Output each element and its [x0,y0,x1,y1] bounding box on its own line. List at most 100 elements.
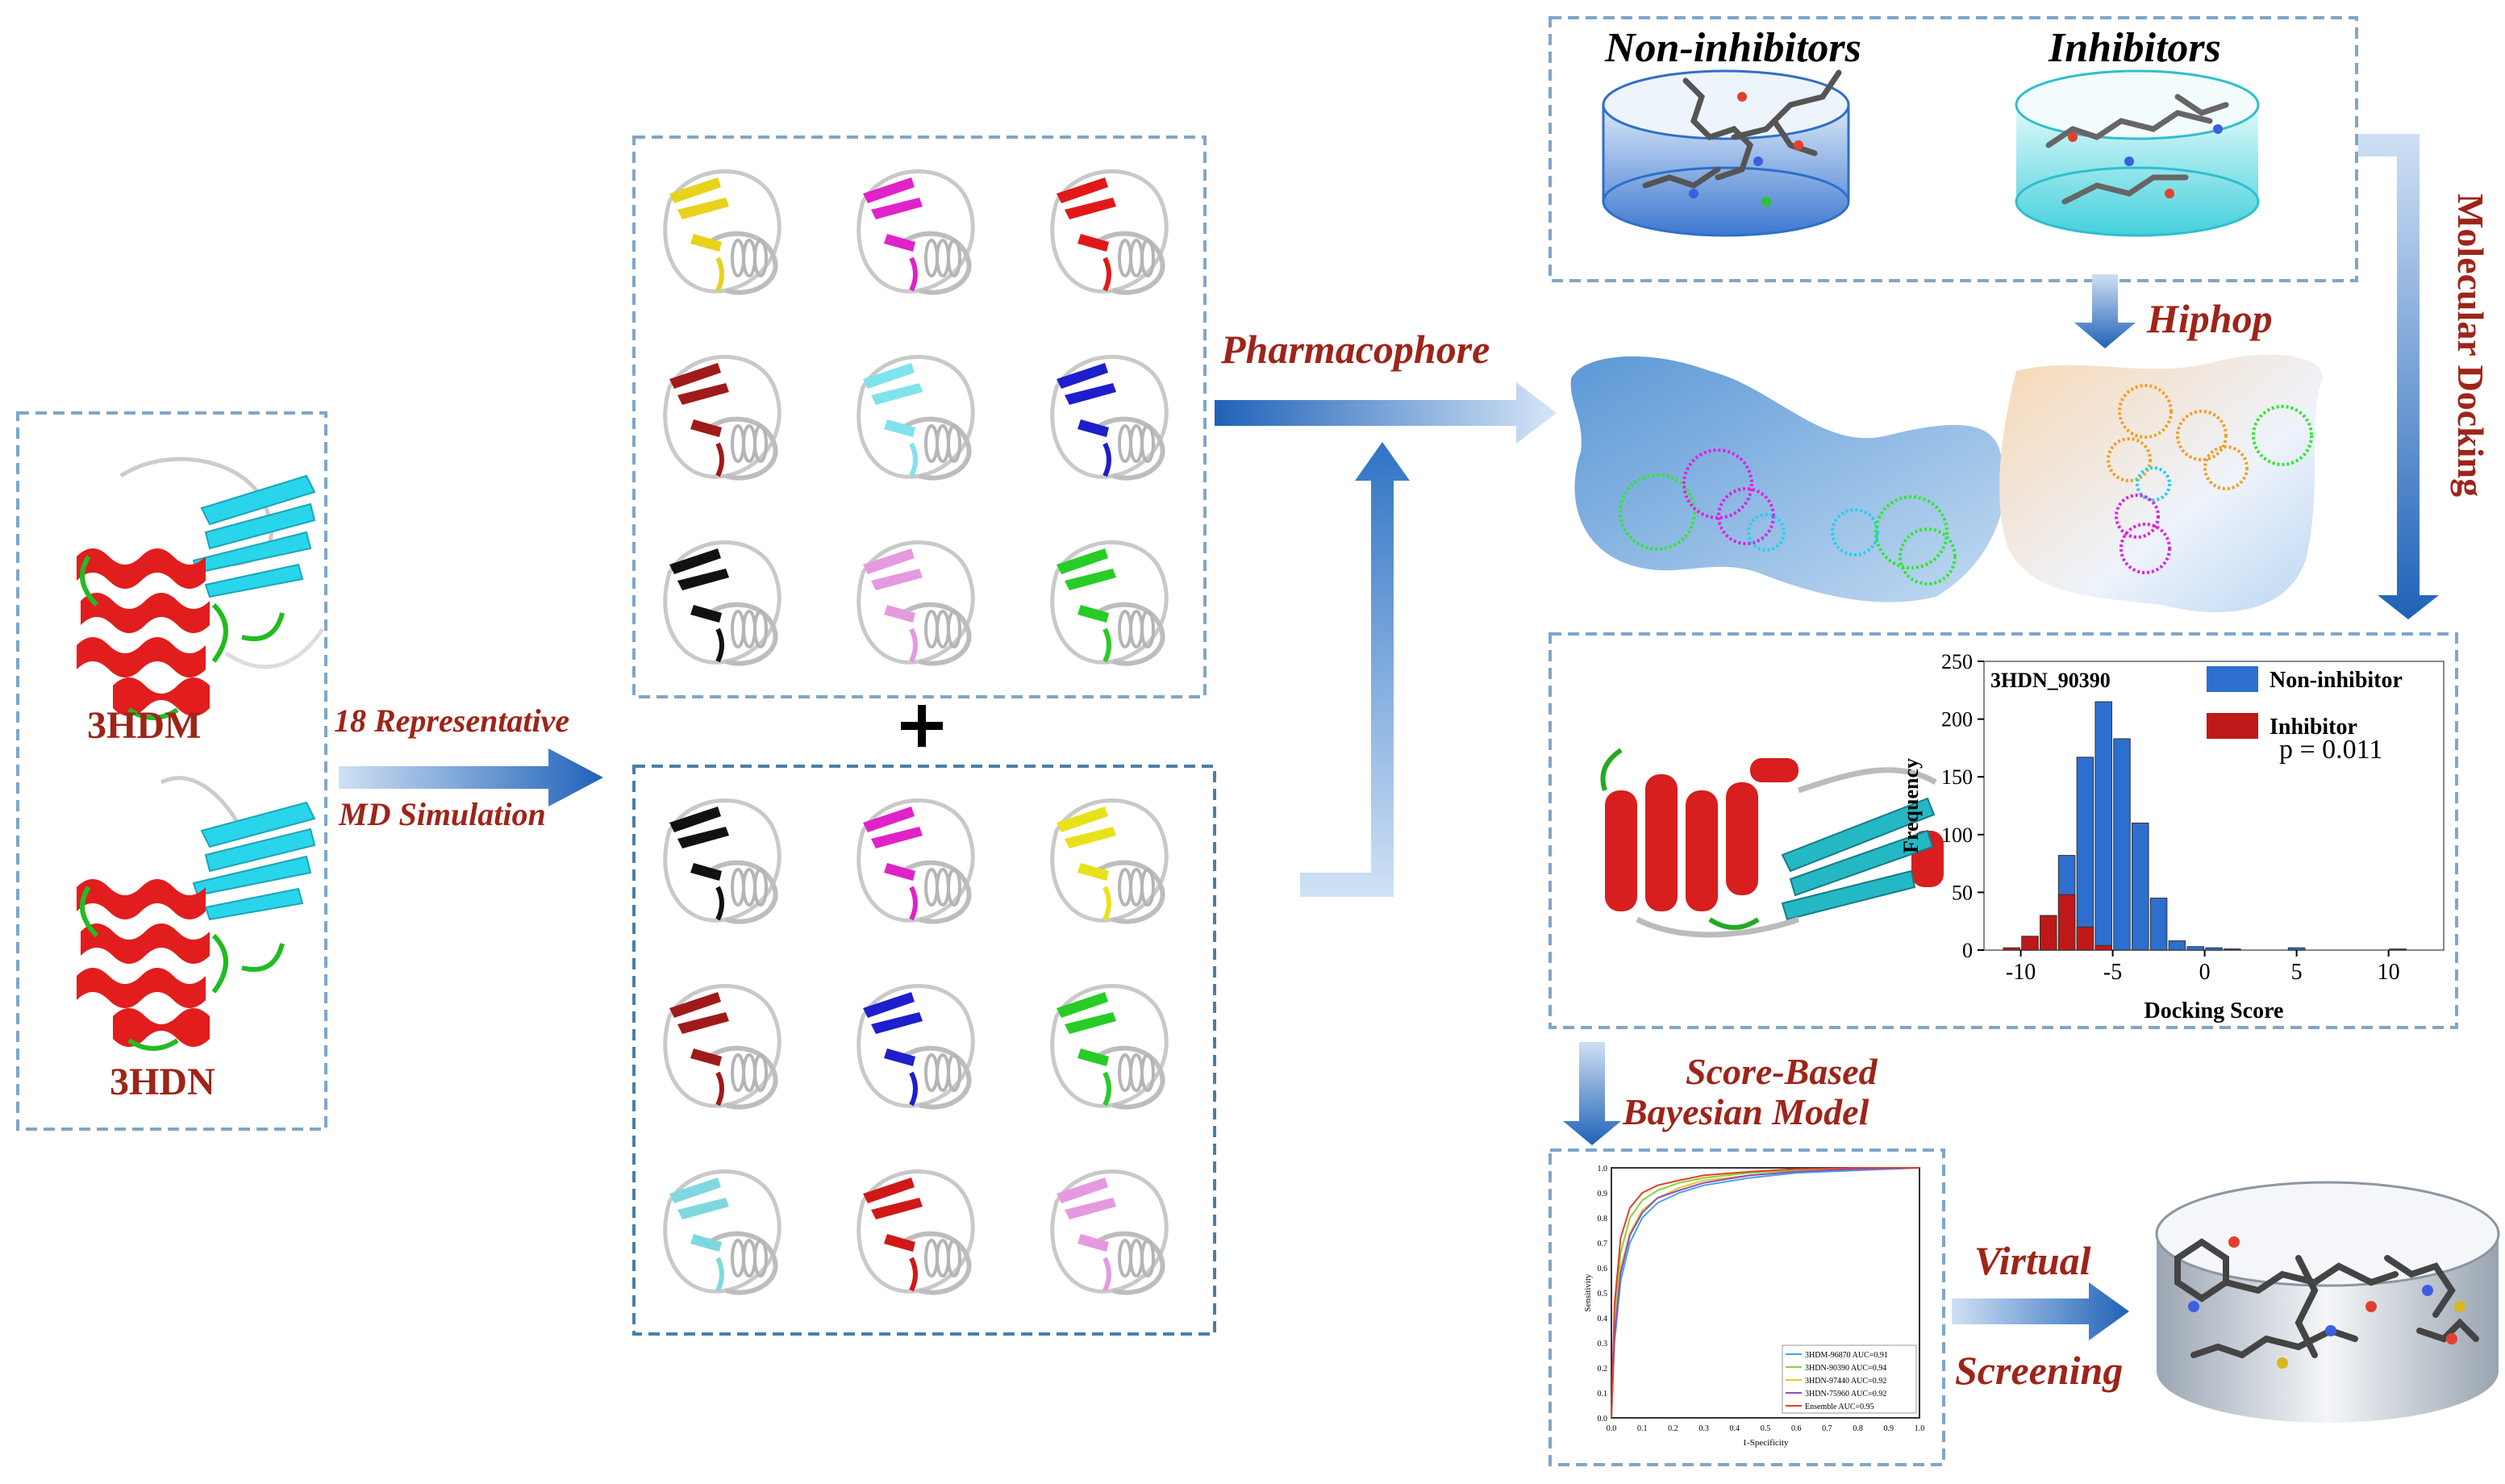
conformer-top-2 [1050,169,1169,295]
screening-cylinder [2155,1181,2500,1423]
roc-ytick-5: 0.5 [1598,1290,1608,1298]
roc-xtick-3: 0.3 [1698,1424,1709,1433]
conformer-top-3 [663,355,782,481]
roc-line-1 [1611,1167,1919,1419]
hist-bar-0-10 [2205,947,2223,951]
hist-annotation: p = 0.011 [2279,735,2382,765]
hist-bar-0-13 [2389,948,2407,951]
roc-xtick-2: 0.2 [1668,1424,1678,1433]
roc-legend-box [1782,1344,1917,1414]
conformer-bottom-1 [857,798,975,924]
hist-bar-1-4 [2076,926,2094,951]
inhibitors-label: Inhibitors [2049,25,2221,71]
plus-v [918,705,926,747]
roc-legend-label-0: 3HDM-96870 AUC=0.91 [1805,1351,1888,1360]
roc-xtick-6: 0.6 [1791,1424,1802,1433]
inhibitor-dish [2015,69,2260,237]
roc-ytick-8: 0.8 [1598,1215,1608,1223]
roc-xtick-7: 0.7 [1822,1424,1832,1433]
conformer-top-1 [857,169,975,295]
hist-legend-label-0: Non-inhibitor [2270,668,2403,693]
roc-legend-label-2: 3HDN-97440 AUC=0.92 [1805,1377,1886,1386]
roc-xtick-4: 0.4 [1730,1424,1740,1433]
md-arrow-label-2: MD Simulation [339,796,546,832]
md-arrow-label-1: 18 Representative [334,702,570,739]
pharmacophore-arrow [1215,382,1557,444]
bayesian-arrow [1563,1042,1621,1145]
conformer-top-0 [663,169,782,295]
roc-line-4 [1611,1167,1919,1419]
roc-ytick-1: 0.1 [1598,1390,1608,1399]
roc-xtick-8: 0.8 [1853,1424,1863,1433]
hist-bar-1-3 [2057,894,2076,951]
hist-xtick-label-1: -5 [2103,960,2122,985]
conformer-grid-top [663,169,1169,666]
conformer-grid-bottom [663,798,1169,1295]
molecular-docking-label: Molecular Docking [2450,194,2491,498]
roc-legend-label-3: 3HDN-75960 AUC=0.92 [1805,1390,1886,1399]
hist-bar-1-2 [2040,915,2057,951]
conformer-bottom-4 [857,984,975,1110]
docking-arrow [2358,134,2439,619]
hist-ytick-label-3: 150 [1941,765,1973,789]
hist-legend-swatch-0 [2207,666,2258,692]
hiphop-down-arrow [2074,274,2136,348]
conformer-bottom-6 [663,1169,782,1295]
roc-ytick-10: 1.0 [1598,1165,1608,1173]
roc-line-3 [1611,1167,1920,1419]
screening-label: Screening [1955,1348,2124,1393]
pharmacophore-model-blue [1570,356,2006,602]
roc-ytick-6: 0.6 [1598,1265,1608,1273]
pharmacophore-model-hiphop [1999,354,2323,613]
dataset-box [1548,16,2358,282]
hist-ytick-label-5: 250 [1941,650,1973,673]
conformer-bottom-5 [1050,984,1169,1110]
roc-ytick-3: 0.3 [1598,1340,1608,1349]
protein-3hdm [77,456,325,720]
roc-ytick-7: 0.7 [1598,1240,1608,1248]
merge-arrow [1300,442,1410,897]
conformer-bottom-3 [663,984,782,1110]
hist-bar-0-4 [2094,701,2112,951]
score-based-label-1: Score-Based [1686,1051,1878,1092]
roc-ytick-9: 0.9 [1598,1190,1608,1198]
hist-xlabel: Docking Score [2144,998,2284,1023]
hist-bar-0-11 [2224,948,2241,951]
hist-ytick-label-2: 100 [1941,823,1973,847]
hist-frame [1983,661,2445,951]
roc-box [1548,1148,1945,1466]
hist-xtick-label-4: 10 [2378,960,2400,985]
hiphop-label: Hiphop [2147,296,2273,341]
pdb-3hdm-label: 3HDM [87,704,202,747]
roc-legend-label-1: 3HDN-90390 AUC=0.94 [1805,1364,1886,1373]
roc-xlabel: 1-Specificity [1743,1438,1789,1448]
hist-ytick-label-4: 200 [1941,708,1973,732]
hist-xtick-label-2: 0 [2199,960,2211,985]
hist-xtick-label-3: 5 [2291,960,2303,985]
hist-bar-1-1 [2021,936,2039,951]
conformer-top-8 [1050,540,1169,666]
conformer-bottom-8 [1050,1169,1169,1295]
hist-legend-label-1: Inhibitor [2270,715,2357,740]
hist-ytick-label-0: 0 [1962,939,1973,962]
docking-box [1548,632,2458,1029]
hist-bar-0-8 [2168,940,2186,951]
conformer-box-top [632,135,1207,698]
pdb-box [16,411,327,1131]
hist-bar-0-5 [2113,738,2131,951]
score-based-label-2: Bayesian Model [1623,1091,1869,1132]
non-inhibitor-dish [1602,69,1850,237]
hist-ylabel: Frequency [1899,758,1923,853]
virtual-label: Virtual [1974,1238,2091,1283]
hist-title: 3HDN_90390 [1990,669,2111,692]
conformer-top-4 [857,355,975,481]
conformer-top-5 [1050,355,1169,481]
roc-xtick-1: 0.1 [1637,1424,1648,1433]
pdb-3hdn-label: 3HDN [110,1061,215,1103]
molecular-docking-label-wrap: Molecular Docking [2444,194,2492,613]
hist-bar-1-0 [2003,947,2020,951]
roc-ytick-0: 0.0 [1598,1415,1608,1424]
roc-xtick-9: 0.9 [1884,1424,1894,1433]
